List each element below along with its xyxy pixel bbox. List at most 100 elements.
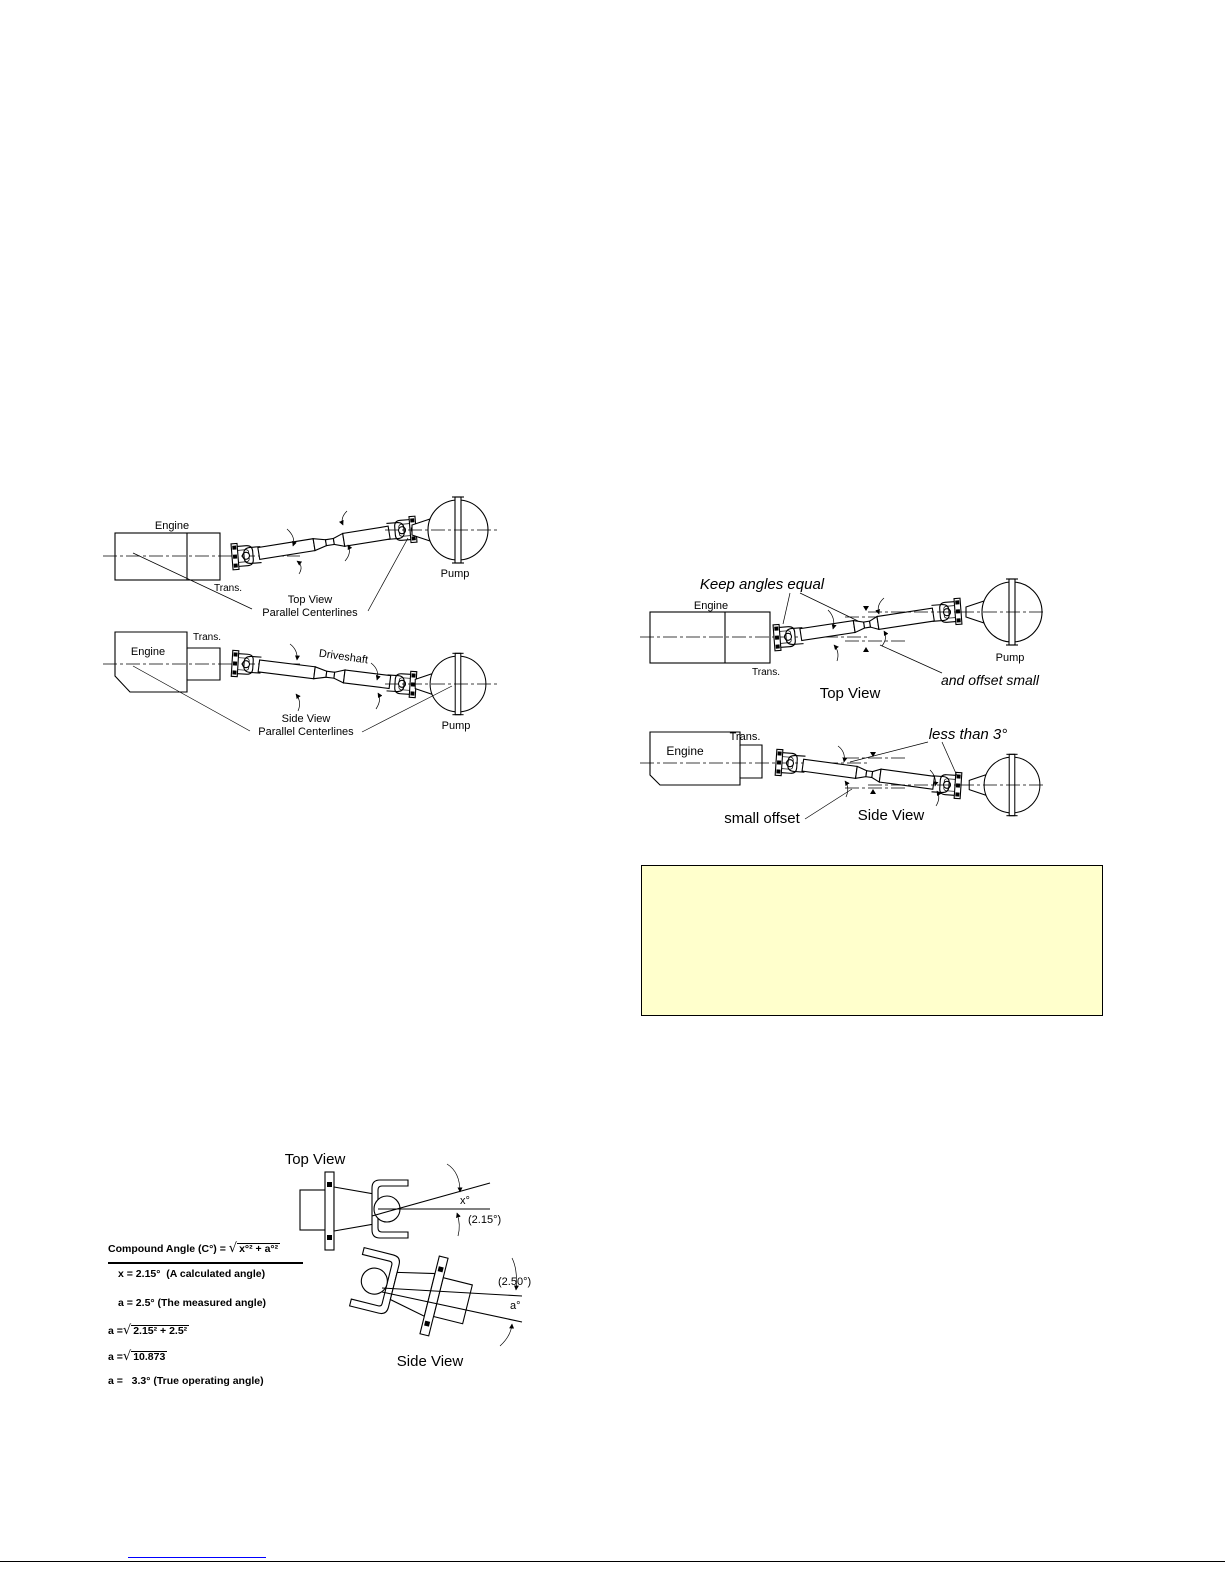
flange-bolt: [424, 1320, 431, 1327]
compound-angle-formula: Compound Angle (C°) = √x°² + a°²: [108, 1241, 281, 1256]
view-label: Side View: [397, 1353, 464, 1370]
side-view-assembly: [348, 1246, 473, 1337]
leader-line: [941, 741, 959, 779]
trans-label: Trans.: [193, 632, 221, 643]
trans-label: Trans.: [214, 583, 242, 594]
view-label: Top View: [820, 685, 881, 702]
pump-label: Pump: [442, 720, 471, 732]
flange-bolt: [327, 1182, 332, 1187]
figure-offset-side-view: Engine Trans. less than 3° small offset …: [640, 726, 1045, 827]
slip-joint: [325, 670, 336, 679]
leader-line: [361, 685, 453, 733]
driveshaft-tube: [799, 619, 856, 642]
angle-arrow: [344, 544, 353, 562]
angle-arrow: [511, 1257, 519, 1291]
angle-arrow: [375, 692, 383, 710]
angle-arrow: [296, 560, 303, 575]
engine-label: Engine: [155, 520, 189, 532]
u-joint-front: [230, 541, 263, 571]
driveshaft-label: Driveshaft: [318, 648, 369, 667]
angle-arrow: [370, 662, 381, 681]
small-offset-callout: small offset: [724, 810, 800, 827]
angle-arrow: [338, 510, 348, 526]
angle-arrow: [286, 528, 297, 547]
slip-joint-taper: [313, 666, 328, 680]
angle-arrow: [833, 644, 839, 662]
step-2-radicand: 10.873: [131, 1351, 168, 1363]
figure-parallel-top-view: Engine Trans. Pump Top View Parallel Cen…: [103, 496, 497, 619]
angle-arrow: [935, 790, 942, 807]
a-angle-value: (2.50°): [498, 1276, 531, 1288]
radical-sign: √: [122, 1349, 132, 1364]
flange-plate: [419, 1255, 449, 1337]
cross-bearing: [360, 1267, 388, 1295]
leader-line: [879, 644, 943, 674]
x-angle-symbol: x°: [460, 1195, 470, 1207]
angle-arrow: [875, 597, 885, 615]
slip-joint-taper: [852, 619, 866, 634]
radical-sign: √: [228, 1241, 238, 1256]
offset-marker: [870, 789, 876, 794]
angle-arrow: [295, 693, 301, 712]
driveshaft-tube: [257, 538, 316, 561]
angle-arrow: [456, 1212, 461, 1237]
less-than-3-callout: less than 3°: [929, 726, 1008, 743]
figure-compound-top-view: Top View x° (2.15°): [285, 1151, 501, 1251]
formula-result: a = 3.3° (True operating angle): [108, 1375, 264, 1387]
flange-bolt: [437, 1266, 444, 1273]
footer-rule: [0, 1561, 1225, 1562]
driveshaft-tube: [878, 768, 936, 790]
angle-arrow: [499, 1323, 515, 1347]
angle-arrow: [837, 745, 848, 763]
formula-step-1: a =√2.15² + 2.5²: [108, 1323, 190, 1338]
angle-arrow: [289, 643, 300, 661]
formula-radicand: x°² + a°²: [237, 1243, 281, 1255]
offset-marker: [870, 752, 876, 757]
figure-offset-top-view: Keep angles equal Engine Trans. Pump and…: [640, 576, 1045, 702]
view-label: Side View: [282, 713, 331, 725]
u-yoke: [348, 1246, 400, 1315]
step-1-radicand: 2.15² + 2.5²: [131, 1325, 190, 1337]
keep-angles-callout: Keep angles equal: [700, 576, 825, 593]
yoke-body: [333, 1186, 375, 1232]
step-1-lhs: a =: [108, 1325, 123, 1337]
angle-line: [371, 1182, 491, 1217]
view-label: Side View: [858, 807, 925, 824]
leader-line: [132, 552, 253, 610]
trans-label: Trans.: [730, 731, 761, 743]
trans-label: Trans.: [752, 667, 780, 678]
u-joint-front: [230, 649, 263, 679]
formula-step-2: a =√10.873: [108, 1349, 168, 1364]
formula-line-x: x = 2.15° (A calculated angle): [118, 1268, 266, 1280]
leader-line: [799, 592, 859, 622]
reference-line: [381, 1287, 523, 1297]
footer-link-underline[interactable]: [128, 1557, 266, 1558]
formula-label: Compound Angle (C°) =: [108, 1243, 229, 1255]
angle-arrow: [881, 630, 889, 647]
driveshaft-tube: [876, 607, 935, 630]
step-2-lhs: a =: [108, 1351, 123, 1363]
caption-label: Parallel Centerlines: [262, 607, 358, 619]
radical-sign: √: [122, 1323, 132, 1338]
view-label: Top View: [285, 1151, 346, 1168]
leader-line: [132, 665, 251, 732]
driveshaft: [257, 659, 392, 690]
a-angle-symbol: a°: [510, 1300, 521, 1312]
figure-parallel-side-view: Engine Trans. Driveshaft Pump Side View …: [103, 631, 497, 738]
leader-line: [782, 592, 791, 625]
engine-box: [114, 532, 221, 581]
engine-box: [649, 611, 771, 664]
note-box: [641, 865, 1103, 1016]
angle-arrow: [827, 609, 837, 630]
offset-marker: [863, 647, 869, 652]
leader-line: [367, 537, 409, 612]
angle-arrow: [446, 1163, 463, 1193]
pump-label: Pump: [996, 652, 1025, 664]
figure-compound-side-view: (2.50°) a° Side View: [348, 1246, 531, 1370]
slip-joint-taper: [854, 765, 868, 779]
angle-arrow: [844, 780, 850, 798]
engine-label: Engine: [694, 600, 728, 612]
u-yoke: [371, 1179, 409, 1239]
offset-small-callout: and offset small: [941, 672, 1040, 688]
engine-label: Engine: [131, 646, 165, 658]
